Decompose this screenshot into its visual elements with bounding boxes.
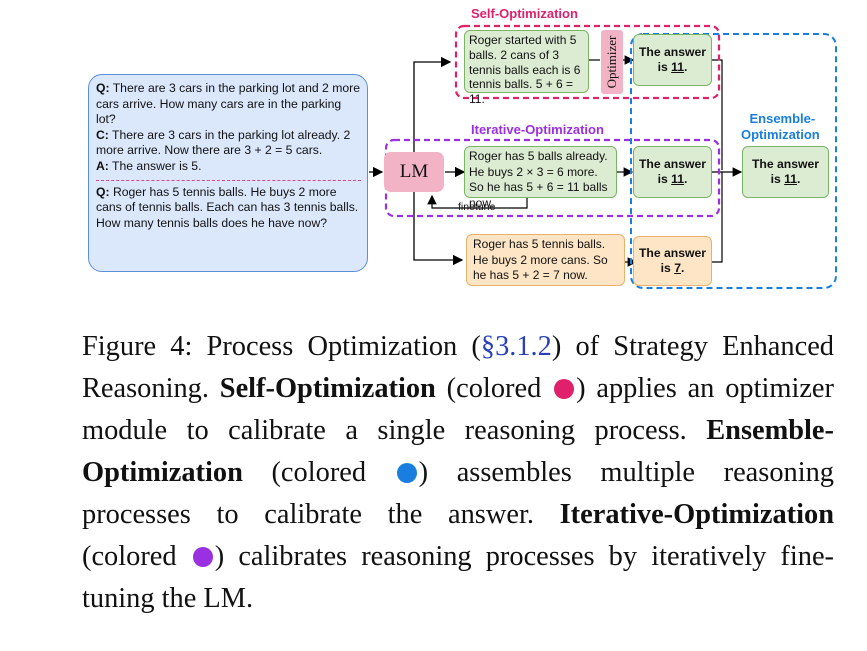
self-answer-box: The answer is 11. xyxy=(633,34,712,86)
iterative-answer-line2: is 11. xyxy=(657,172,688,186)
self-optimization-outline xyxy=(454,24,721,100)
blue-dot-icon xyxy=(396,463,417,483)
ensemble-label-line1: Ensemble- xyxy=(749,111,816,126)
orange-reasoning-box: Roger has 5 tennis balls. He buys 2 more… xyxy=(466,234,625,286)
arrow-lm-to-orange xyxy=(413,192,464,266)
ensemble-optimization-outline xyxy=(630,33,837,289)
self-optimization-term: Self-Optimization xyxy=(219,373,436,404)
ensemble-optimization-term: Ensemble-Optimization xyxy=(82,415,834,488)
orange-answer-line1: The answer xyxy=(638,246,707,260)
iterative-reasoning-box: Roger has 5 balls already. He buys 2 × 3… xyxy=(464,146,617,210)
iterative-optimization-term: Iterative-Optimization xyxy=(559,499,834,530)
iterative-optimization-label: Iterative-Optimization xyxy=(471,122,604,137)
demo-answer: A: The answer is 5. xyxy=(96,158,202,173)
self-optimization-label: Self-Optimization xyxy=(471,6,578,21)
line-orange-to-ensemble xyxy=(712,172,723,263)
finetune-loop-arrow xyxy=(427,194,528,209)
finetune-label: finetune xyxy=(458,201,495,213)
purple-dot-icon xyxy=(192,547,213,567)
demo-question: Q: There are 3 cars in the parking lot a… xyxy=(96,81,360,127)
prompt-box: Q: There are 3 cars in the parking lot a… xyxy=(88,74,368,272)
pink-dot-icon xyxy=(554,379,575,399)
prompt-separator xyxy=(96,179,361,181)
ensemble-answer-line2: is 11. xyxy=(770,172,801,186)
figure-caption: Figure 4: Process Optimization (§3.1.2) … xyxy=(82,331,835,614)
ensemble-optimization-label: Ensemble- Optimization xyxy=(741,111,820,143)
self-answer-line1: The answer xyxy=(638,45,707,59)
iterative-answer-line1: The answer xyxy=(638,157,707,171)
self-reasoning-box: Roger started with 5 balls. 2 cans of 3 … xyxy=(464,30,589,106)
ensemble-answer-line1: The answer xyxy=(751,157,820,171)
orange-answer-line2: is 7. xyxy=(660,261,685,275)
ensemble-answer-box: The answer is 11. xyxy=(742,146,829,198)
line-self-to-ensemble xyxy=(712,59,723,170)
iterative-answer-box: The answer is 11. xyxy=(633,146,712,198)
section-reference-link[interactable]: §3.1.2 xyxy=(480,331,552,362)
optimizer-label: Optimizer xyxy=(604,35,620,89)
demo-chain: C: There are 3 cars in the parking lot a… xyxy=(96,127,351,158)
lm-box: LM xyxy=(384,152,444,192)
test-question: Q: Roger has 5 tennis balls. He buys 2 m… xyxy=(96,184,359,230)
arrow-lm-to-self xyxy=(413,56,452,152)
optimizer-box: Optimizer xyxy=(601,30,623,94)
orange-answer-box: The answer is 7. xyxy=(633,236,712,286)
self-answer-line2: is 11. xyxy=(657,60,688,74)
ensemble-label-line2: Optimization xyxy=(741,127,820,142)
